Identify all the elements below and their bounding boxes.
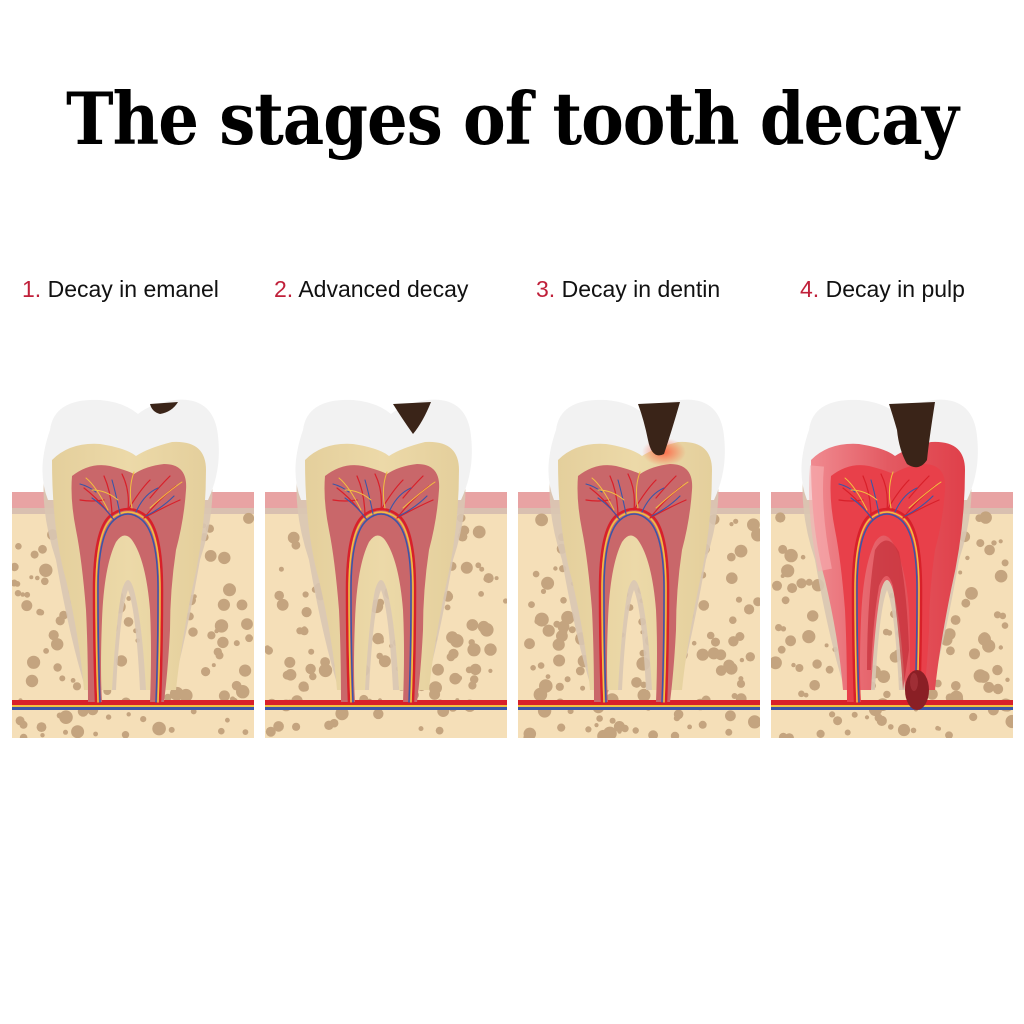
stage-number: 4. [800, 276, 820, 302]
tooth-diagram [12, 399, 254, 738]
stage-illustration-3 [506, 390, 760, 750]
stage-title: Decay in emanel [47, 276, 219, 302]
blood-vessels [79, 471, 183, 704]
stage-title: Decay in dentin [561, 276, 721, 302]
stage-title: Advanced decay [298, 276, 469, 302]
cavity [393, 402, 431, 434]
stage-illustration-4 [759, 390, 1013, 750]
stage-label-4: 4. Decay in pulp [800, 276, 965, 303]
cavity [889, 402, 935, 468]
cavity [638, 402, 680, 456]
tooth-diagram [265, 399, 507, 738]
blood-vessels [332, 471, 436, 704]
stage-labels: 1. Decay in emanel 2. Advanced decay 3. … [0, 276, 1024, 306]
stage-illustration-2 [253, 390, 507, 750]
stage-number: 1. [22, 276, 42, 302]
tooth-diagram [518, 399, 760, 738]
blood-vessels [585, 471, 689, 704]
stage-number: 3. [536, 276, 556, 302]
abscess [905, 670, 929, 710]
stage-number: 2. [274, 276, 294, 302]
stage-label-2: 2. Advanced decay [274, 276, 468, 303]
cavity [150, 402, 178, 414]
page-title: The stages of tooth decay [66, 78, 959, 162]
stage-label-3: 3. Decay in dentin [536, 276, 720, 303]
blood-vessels [838, 471, 942, 704]
tooth-diagram [771, 399, 1013, 738]
stage-title: Decay in pulp [825, 276, 965, 302]
stage-label-1: 1. Decay in emanel [22, 276, 219, 303]
stage-illustration-1 [0, 390, 254, 750]
